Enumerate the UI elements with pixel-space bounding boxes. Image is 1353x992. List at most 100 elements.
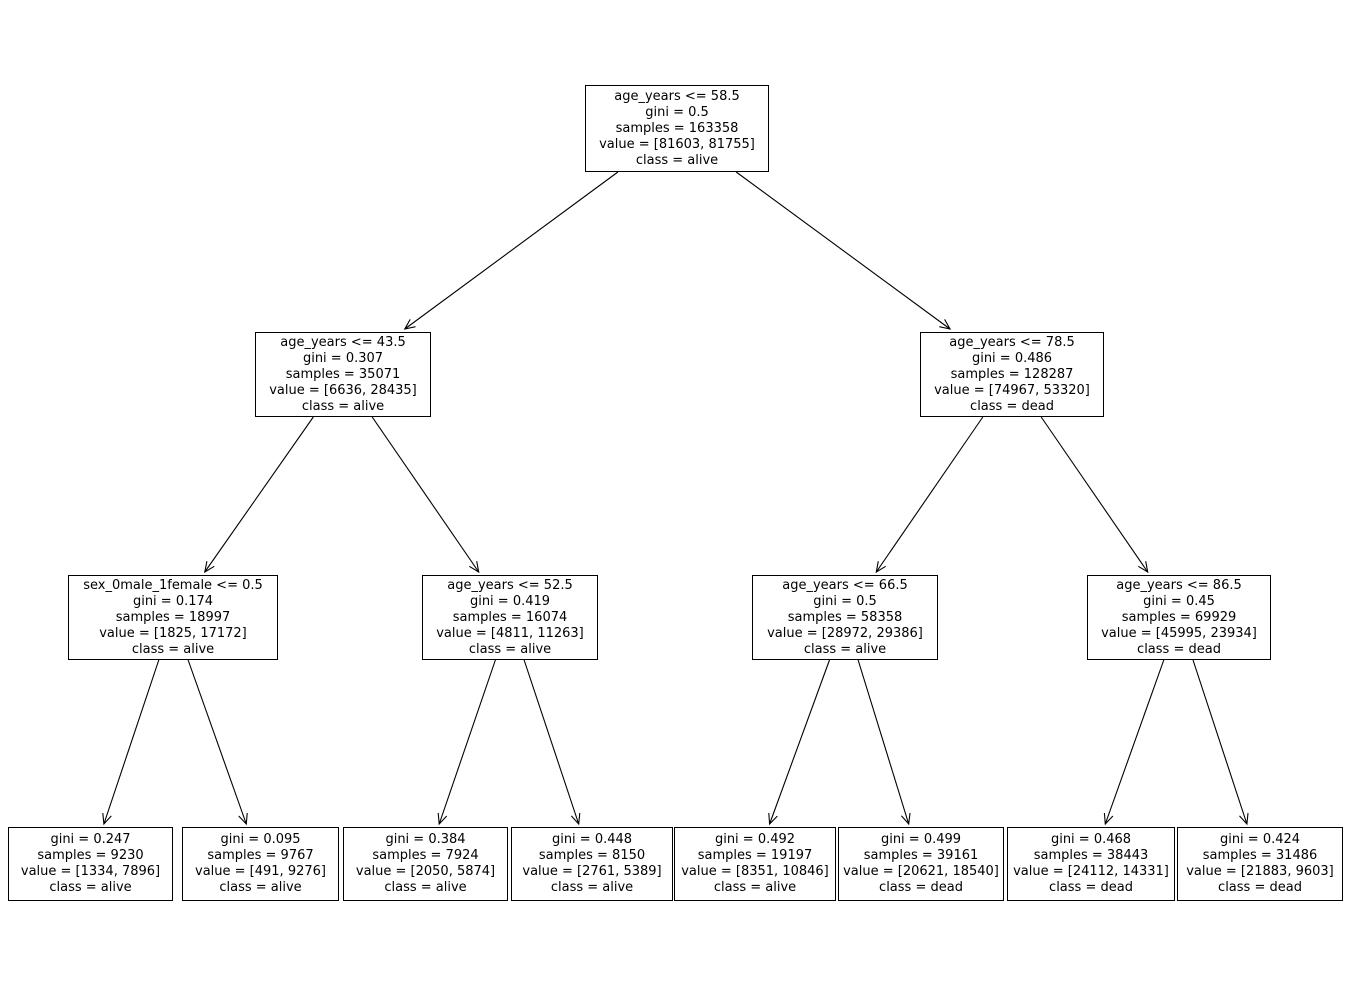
node-value: value = [2761, 5389]	[522, 864, 662, 879]
node-gini: gini = 0.5	[645, 104, 709, 120]
node-value: value = [2050, 5874]	[355, 864, 496, 879]
node-value: value = [81603, 81755]	[599, 136, 755, 152]
node-gini: gini = 0.486	[971, 350, 1053, 366]
node-class: class = dead	[1049, 880, 1133, 895]
node-class: class = alive	[131, 641, 215, 657]
node-value: value = [1825, 17172]	[99, 625, 247, 641]
node-split-condition: age_years <= 52.5	[447, 577, 573, 593]
node-samples: samples = 8150	[538, 848, 646, 863]
arrowhead-icon	[768, 812, 778, 826]
node-class: class = alive	[219, 880, 302, 895]
node-samples: samples = 16074	[452, 609, 568, 625]
node-class: class = dead	[1137, 641, 1221, 657]
edge-n01-n010	[438, 659, 496, 825]
node-samples: samples = 128287	[950, 366, 1074, 382]
node-gini: gini = 0.247	[50, 832, 131, 847]
node-value: value = [1334, 7896]	[20, 864, 161, 879]
node-samples: samples = 31486	[1202, 848, 1318, 863]
node-split-condition: age_years <= 58.5	[614, 88, 740, 104]
edge-n10-n101	[857, 659, 910, 825]
node-class: class = alive	[468, 641, 552, 657]
node-gini: gini = 0.419	[469, 593, 551, 609]
edge-n00-n001	[187, 659, 247, 825]
node-samples: samples = 38443	[1033, 848, 1149, 863]
node-value: value = [6636, 28435]	[269, 382, 417, 398]
edge-n1-n10	[875, 416, 984, 573]
node-samples: samples = 58358	[787, 609, 903, 625]
node-samples: samples = 9767	[207, 848, 314, 863]
arrowhead-icon	[1138, 561, 1149, 574]
node-class: class = alive	[713, 880, 797, 895]
node-value: value = [45995, 23934]	[1101, 625, 1257, 641]
arrowhead-icon	[102, 813, 112, 826]
arrowhead-icon	[1103, 812, 1114, 826]
edge-root-n0	[404, 171, 619, 330]
edge-n01-n011	[523, 659, 580, 825]
arrowhead-icon	[469, 561, 480, 574]
node-class: class = alive	[384, 880, 467, 895]
node-class: class = dead	[1218, 880, 1302, 895]
node-gini: gini = 0.307	[302, 350, 384, 366]
edge-n11-n110	[1104, 659, 1165, 825]
node-split-condition: age_years <= 43.5	[280, 334, 406, 350]
node-gini: gini = 0.45	[1143, 593, 1215, 609]
node-value: value = [4811, 11263]	[436, 625, 584, 641]
node-value: value = [20621, 18540]	[843, 864, 999, 879]
arrowhead-icon	[238, 812, 248, 826]
node-split-condition: sex_0male_1female <= 0.5	[83, 577, 263, 593]
node-gini: gini = 0.5	[813, 593, 877, 609]
node-samples: samples = 19197	[697, 848, 813, 863]
node-value: value = [8351, 10846]	[681, 864, 829, 879]
node-class: class = dead	[970, 398, 1054, 414]
arrowhead-icon	[403, 319, 416, 330]
node-split-condition: age_years <= 66.5	[782, 577, 908, 593]
node-value: value = [28972, 29386]	[767, 625, 923, 641]
node-class: class = dead	[879, 880, 963, 895]
node-samples: samples = 18997	[115, 609, 231, 625]
node-class: class = alive	[301, 398, 385, 414]
node-value: value = [74967, 53320]	[934, 382, 1090, 398]
arrowhead-icon	[1239, 813, 1249, 826]
node-gini: gini = 0.492	[714, 832, 796, 847]
node-gini: gini = 0.499	[880, 832, 962, 847]
edge-n0-n00	[204, 416, 314, 573]
node-value: value = [21883, 9603]	[1186, 864, 1334, 879]
node-value: value = [24112, 14331]	[1013, 864, 1169, 879]
node-gini: gini = 0.424	[1219, 832, 1301, 847]
node-split-condition: age_years <= 78.5	[949, 334, 1075, 350]
node-samples: samples = 9230	[37, 848, 144, 863]
arrowhead-icon	[939, 319, 952, 330]
node-samples: samples = 163358	[615, 120, 739, 136]
edge-n11-n111	[1192, 659, 1248, 825]
node-samples: samples = 69929	[1121, 609, 1237, 625]
node-gini: gini = 0.448	[551, 832, 633, 847]
edge-n1-n11	[1040, 416, 1149, 573]
node-gini: gini = 0.384	[385, 832, 466, 847]
arrowhead-icon	[437, 812, 448, 826]
node-samples: samples = 7924	[372, 848, 479, 863]
node-value: value = [491, 9276]	[195, 864, 326, 879]
node-split-condition: age_years <= 86.5	[1116, 577, 1242, 593]
arrowhead-icon	[204, 561, 215, 574]
arrowhead-icon	[900, 813, 911, 826]
node-class: class = alive	[550, 880, 634, 895]
edge-n0-n01	[371, 416, 480, 573]
arrowhead-icon	[570, 813, 581, 826]
